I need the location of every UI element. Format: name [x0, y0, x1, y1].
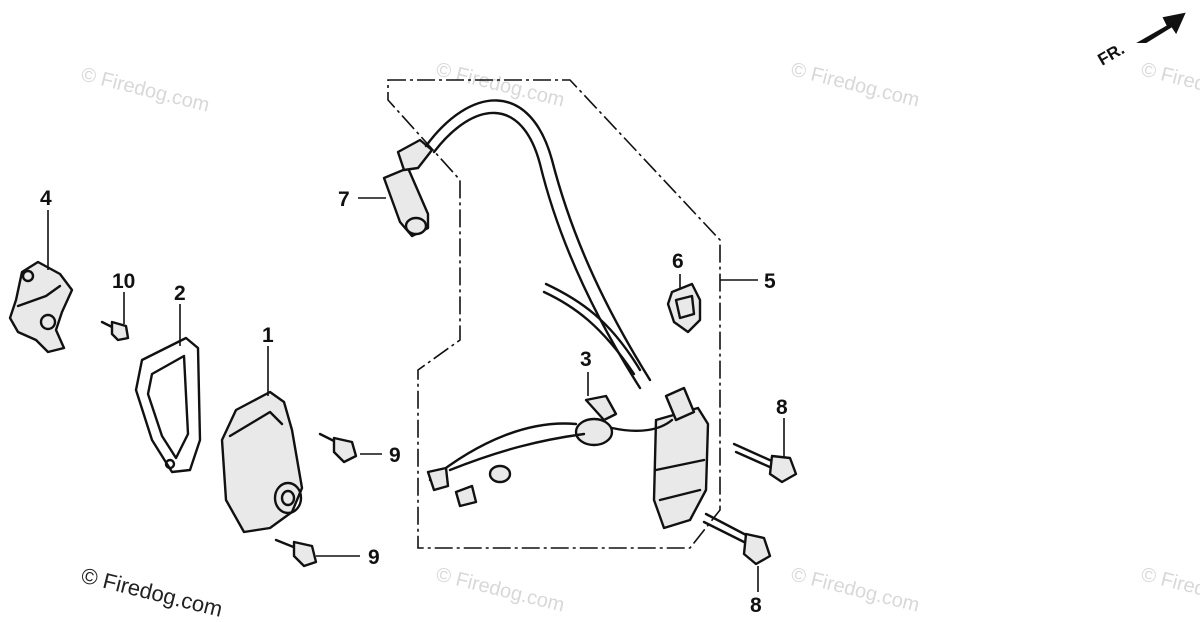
callout-1: 1: [262, 324, 274, 347]
callout-8-upper: 8: [776, 396, 788, 419]
grommet-part: [666, 282, 702, 334]
bolt-part-8-lower: [702, 512, 772, 566]
bolt-part-9-lower: [274, 538, 318, 568]
watermark: © Firedog.com: [1139, 564, 1200, 617]
watermark: © Firedog.com: [79, 64, 212, 117]
bolt-part-10: [100, 320, 130, 342]
callout-7: 7: [338, 188, 350, 211]
callout-10: 10: [112, 270, 135, 293]
watermark: © Firedog.com: [789, 59, 922, 112]
callout-3: 3: [580, 348, 592, 371]
watermark-layer: © Firedog.com © Firedog.com © Firedog.co…: [79, 59, 1200, 617]
front-arrow-icon: [1136, 12, 1186, 43]
front-direction-indicator: FR.: [1095, 12, 1186, 69]
bolt-part-8-upper: [732, 442, 798, 484]
callout-9-upper: 9: [389, 444, 401, 467]
callout-5: 5: [764, 270, 776, 293]
spark-plug-cap-part: [382, 138, 434, 238]
watermark: © Firedog.com: [1139, 59, 1200, 112]
copyright-footer: © Firedog.com: [79, 563, 225, 622]
leader-lines: [47, 197, 785, 592]
watermark: © Firedog.com: [434, 59, 567, 112]
callout-labels: 4 10 2 1 9 9 7 3 6 5 8 8: [40, 187, 788, 617]
high-tension-lead: [424, 99, 652, 390]
contact-breaker-part: [8, 260, 74, 354]
callout-2: 2: [174, 282, 186, 305]
gasket-part: [134, 336, 202, 474]
ignition-coil-part: [652, 386, 710, 530]
callout-8-lower: 8: [750, 594, 762, 617]
bolt-part-9-upper: [318, 432, 358, 464]
assembly-group-outline: [387, 79, 721, 549]
condenser-part: [426, 394, 674, 508]
fr-label: FR.: [1095, 39, 1128, 69]
callout-4: 4: [40, 187, 52, 210]
watermark: © Firedog.com: [434, 564, 567, 617]
cover-part: [220, 390, 304, 534]
watermark: © Firedog.com: [789, 564, 922, 617]
callout-6: 6: [672, 250, 684, 273]
callout-9-lower: 9: [368, 546, 380, 569]
